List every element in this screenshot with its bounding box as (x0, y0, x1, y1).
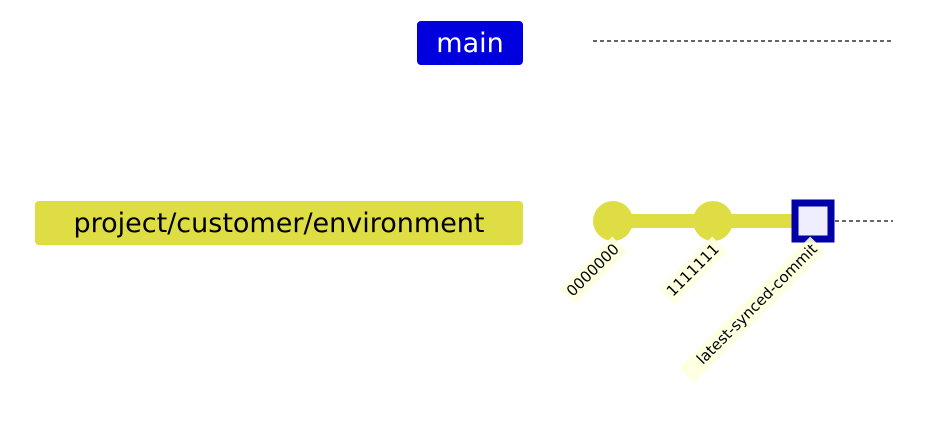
branch-label-environment: project/customer/environment (35, 201, 523, 245)
branch-label-environment-text: project/customer/environment (74, 208, 485, 239)
commit-label-1111111-text: 1111111 (663, 240, 723, 300)
branch-label-main-bg (417, 21, 523, 65)
commit-label-0000000-text: 0000000 (563, 240, 623, 300)
commit-label-0000000-bg (559, 236, 628, 304)
branch-label-environment-bg (35, 201, 523, 245)
commit-node-0000000 (593, 201, 633, 241)
branch-label-main: main (417, 21, 523, 65)
branch-label-main-text: main (436, 28, 503, 59)
commit-label-1111111: 1111111 (659, 236, 728, 304)
commit-label-latest-synced-commit-bg (678, 236, 826, 383)
commit-node-1111111 (693, 201, 733, 241)
commit-label-0000000: 0000000 (559, 236, 628, 304)
commit-label-1111111-bg (659, 236, 728, 304)
commit-node-latest-synced-commit (791, 199, 835, 243)
